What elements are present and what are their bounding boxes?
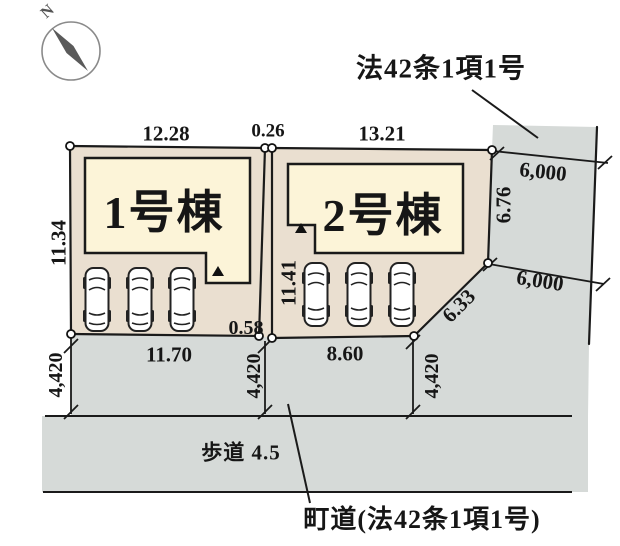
law-note-label: 法42条1項1号 [356,53,526,84]
building-1-label: 1号棟 [103,187,225,238]
building-2-outline [286,162,465,255]
road-areas [42,125,597,492]
building-1-outline [83,156,252,285]
dim-lot2-frontage: 8.60 [326,341,364,366]
car-icon [344,262,374,327]
dim-lot1-top: 12.28 [142,121,190,146]
road-label: 町道(法42条1項1号) [303,505,541,534]
buildings [83,156,465,285]
building-2-label: 2号棟 [322,190,444,241]
compass-icon [41,21,101,81]
side-road-area [414,125,597,416]
dim-gap-bottom: 0.58 [228,317,264,339]
dim-setback-left: 4,420 [45,352,67,398]
dim-lot1-frontage: 11.70 [145,342,193,367]
boundary-lines [68,125,599,346]
dim-gap-top: 0.26 [251,120,285,142]
dim-lot2-left: 11.41 [276,259,301,307]
sidewalk-label: 歩道 4.5 [201,440,281,465]
dim-lot1-left: 11.34 [46,219,71,267]
dim-lot2-top: 13.21 [358,121,406,146]
leader-lines [287,89,539,504]
dim-road-width-upper: 6,000 [518,157,568,186]
sidewalk-area [42,416,588,492]
dim-setback-middle: 4,420 [243,353,265,399]
survey-point-markers [65,141,497,343]
dim-setback-right: 4,420 [421,353,443,399]
car-icon [387,262,417,327]
car-icon [301,262,331,327]
dimension-lines [63,146,613,420]
car-icon [82,267,112,332]
entrance-marker-icon [295,223,307,233]
entrance-marker-icon [212,266,224,276]
dim-lot2-right: 6.76 [491,186,516,224]
car-icon [167,267,197,332]
car-icon [125,267,155,332]
